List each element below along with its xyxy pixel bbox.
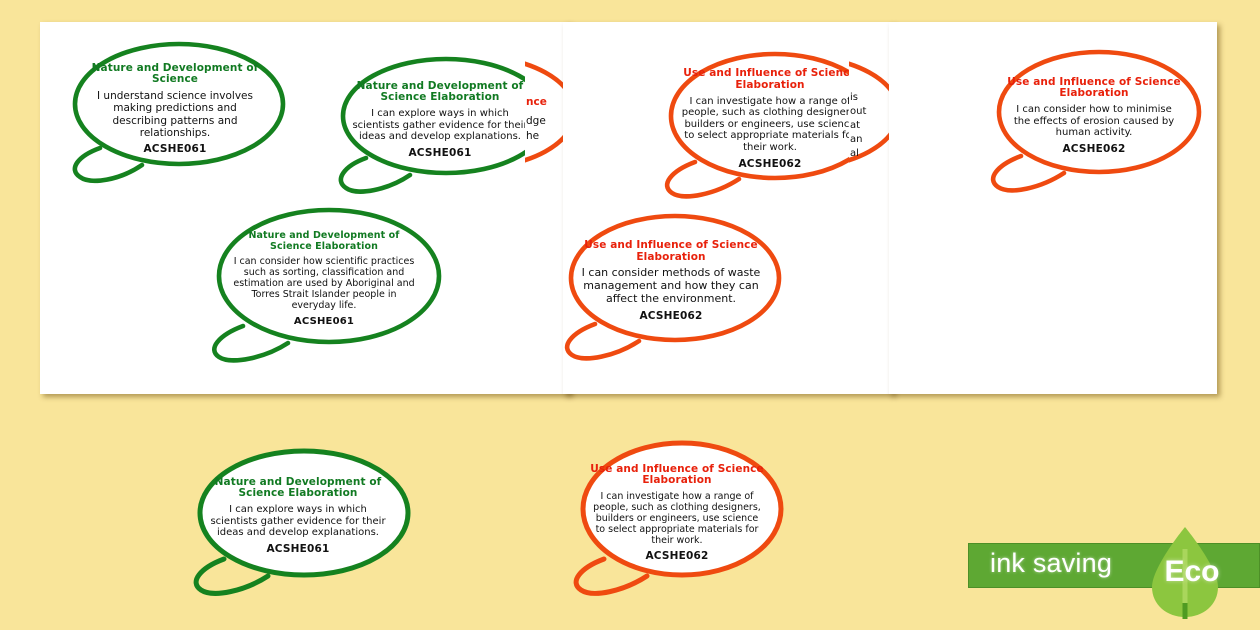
bubble-title: Use and Influence of Science Elaboration (590, 462, 764, 487)
fragment-line-3: at (850, 120, 861, 131)
bubble-outline (562, 437, 784, 599)
bubble-use-influence-erosion[interactable]: Use and Influence of Science Elaboration… (981, 46, 1203, 196)
ink-saving-label: ink saving (990, 548, 1113, 578)
fragment-line-1: dge (526, 115, 546, 127)
sheet-2: Use and Influence of Science Elaboration… (563, 22, 893, 394)
fragment-title-text: nce (526, 96, 547, 108)
bubble-outline (563, 208, 785, 364)
bubble-body: Nature and Development of Science Elabor… (348, 68, 532, 172)
bubble-text: I can investigate how a range of people,… (593, 491, 761, 547)
bubble-use-influence-waste[interactable]: Use and Influence of Science Elaboration… (563, 208, 785, 364)
bubble-outline (58, 36, 286, 186)
fragment-sheet2-right: is out at an al (849, 50, 891, 190)
bubble-body: Use and Influence of Science Elaboration… (679, 62, 861, 176)
bubble-body: Nature and Development of Science I unde… (86, 52, 264, 166)
bubble-nature-development-science[interactable]: Nature and Development of Science I unde… (58, 36, 286, 186)
bubble-title: Use and Influence of Science Elaboration (1007, 75, 1181, 100)
bubble-text: I can explore ways in which scientists g… (352, 108, 528, 143)
bubble-outline (651, 48, 883, 200)
bubble-body: Nature and Development of Science Elabor… (229, 218, 419, 340)
bubble-text: I can explore ways in which scientists g… (210, 504, 386, 539)
bubble-code: ACSHE061 (408, 147, 472, 160)
bubble-outline (195, 204, 445, 366)
bubble-code: ACSHE062 (639, 310, 703, 323)
fragment-line-2: he (526, 130, 540, 142)
bubble-code: ACSHE062 (645, 550, 709, 563)
bubble-text: I can consider methods of waste manageme… (581, 266, 761, 305)
bubble-text: I can consider how scientific practices … (233, 256, 415, 312)
bubble-title: Nature and Development of Science Elabor… (214, 475, 382, 500)
bubble-code: ACSHE061 (293, 315, 355, 327)
bubble-body: Use and Influence of Science Elaboration… (1007, 60, 1181, 172)
bubble-text: I can consider how to minimise the effec… (1013, 104, 1175, 139)
bubble-title: Use and Influence of Science Elaboration (683, 67, 857, 91)
eco-label: Eco (1164, 555, 1220, 588)
fragment-outline (525, 50, 567, 190)
leaf-icon (1146, 525, 1224, 619)
bubble-nature-elaboration-evidence[interactable]: Nature and Development of Science Elabor… (322, 54, 552, 196)
bubble-code: ACSHE062 (738, 157, 802, 170)
bubble-code: ACSHE062 (1062, 143, 1126, 156)
bubble-text: I can investigate how a range of people,… (681, 95, 859, 153)
bubble-outline (981, 46, 1203, 196)
sheet-1: Nature and Development of Science I unde… (40, 22, 570, 394)
bubble-nature-elaboration-evidence-preview[interactable]: Nature and Development of Science Elabor… (178, 443, 411, 599)
bubble-body: Use and Influence of Science Elaboration… (590, 453, 764, 573)
bubble-title: Nature and Development of Science (91, 61, 259, 86)
fragment-outline (849, 50, 891, 190)
fragment-sheet1-right: nce dge he (525, 50, 567, 190)
bubble-use-influence-materials-preview[interactable]: Use and Influence of Science Elaboration… (562, 437, 784, 599)
bubble-nature-elaboration-aboriginal[interactable]: Nature and Development of Science Elabor… (195, 204, 445, 366)
bubble-use-influence-materials[interactable]: Use and Influence of Science Elaboration… (651, 48, 883, 200)
fragment-line-5: al (850, 148, 859, 159)
bubble-outline (178, 443, 411, 599)
fragment-line-4: an (850, 134, 863, 145)
sheet-3: Use and Influence of Science Elaboration… (889, 22, 1217, 394)
bubble-code: ACSHE061 (143, 143, 207, 156)
bubble-body: Use and Influence of Science Elaboration… (581, 224, 761, 338)
bubble-title: Use and Influence of Science Elaboration (584, 238, 758, 263)
bubble-body: Nature and Development of Science Elabor… (208, 459, 388, 573)
bubble-title: Nature and Development of Science Elabor… (248, 230, 400, 253)
bubble-code: ACSHE061 (266, 543, 330, 556)
bubble-title: Nature and Development of Science Elabor… (356, 79, 524, 104)
fragment-line-1: is (850, 92, 858, 103)
fragment-line-2: out (850, 106, 867, 117)
ink-saving-eco-badge: ink saving Eco (968, 527, 1260, 619)
bubble-text: I understand science involves making pre… (97, 90, 253, 139)
